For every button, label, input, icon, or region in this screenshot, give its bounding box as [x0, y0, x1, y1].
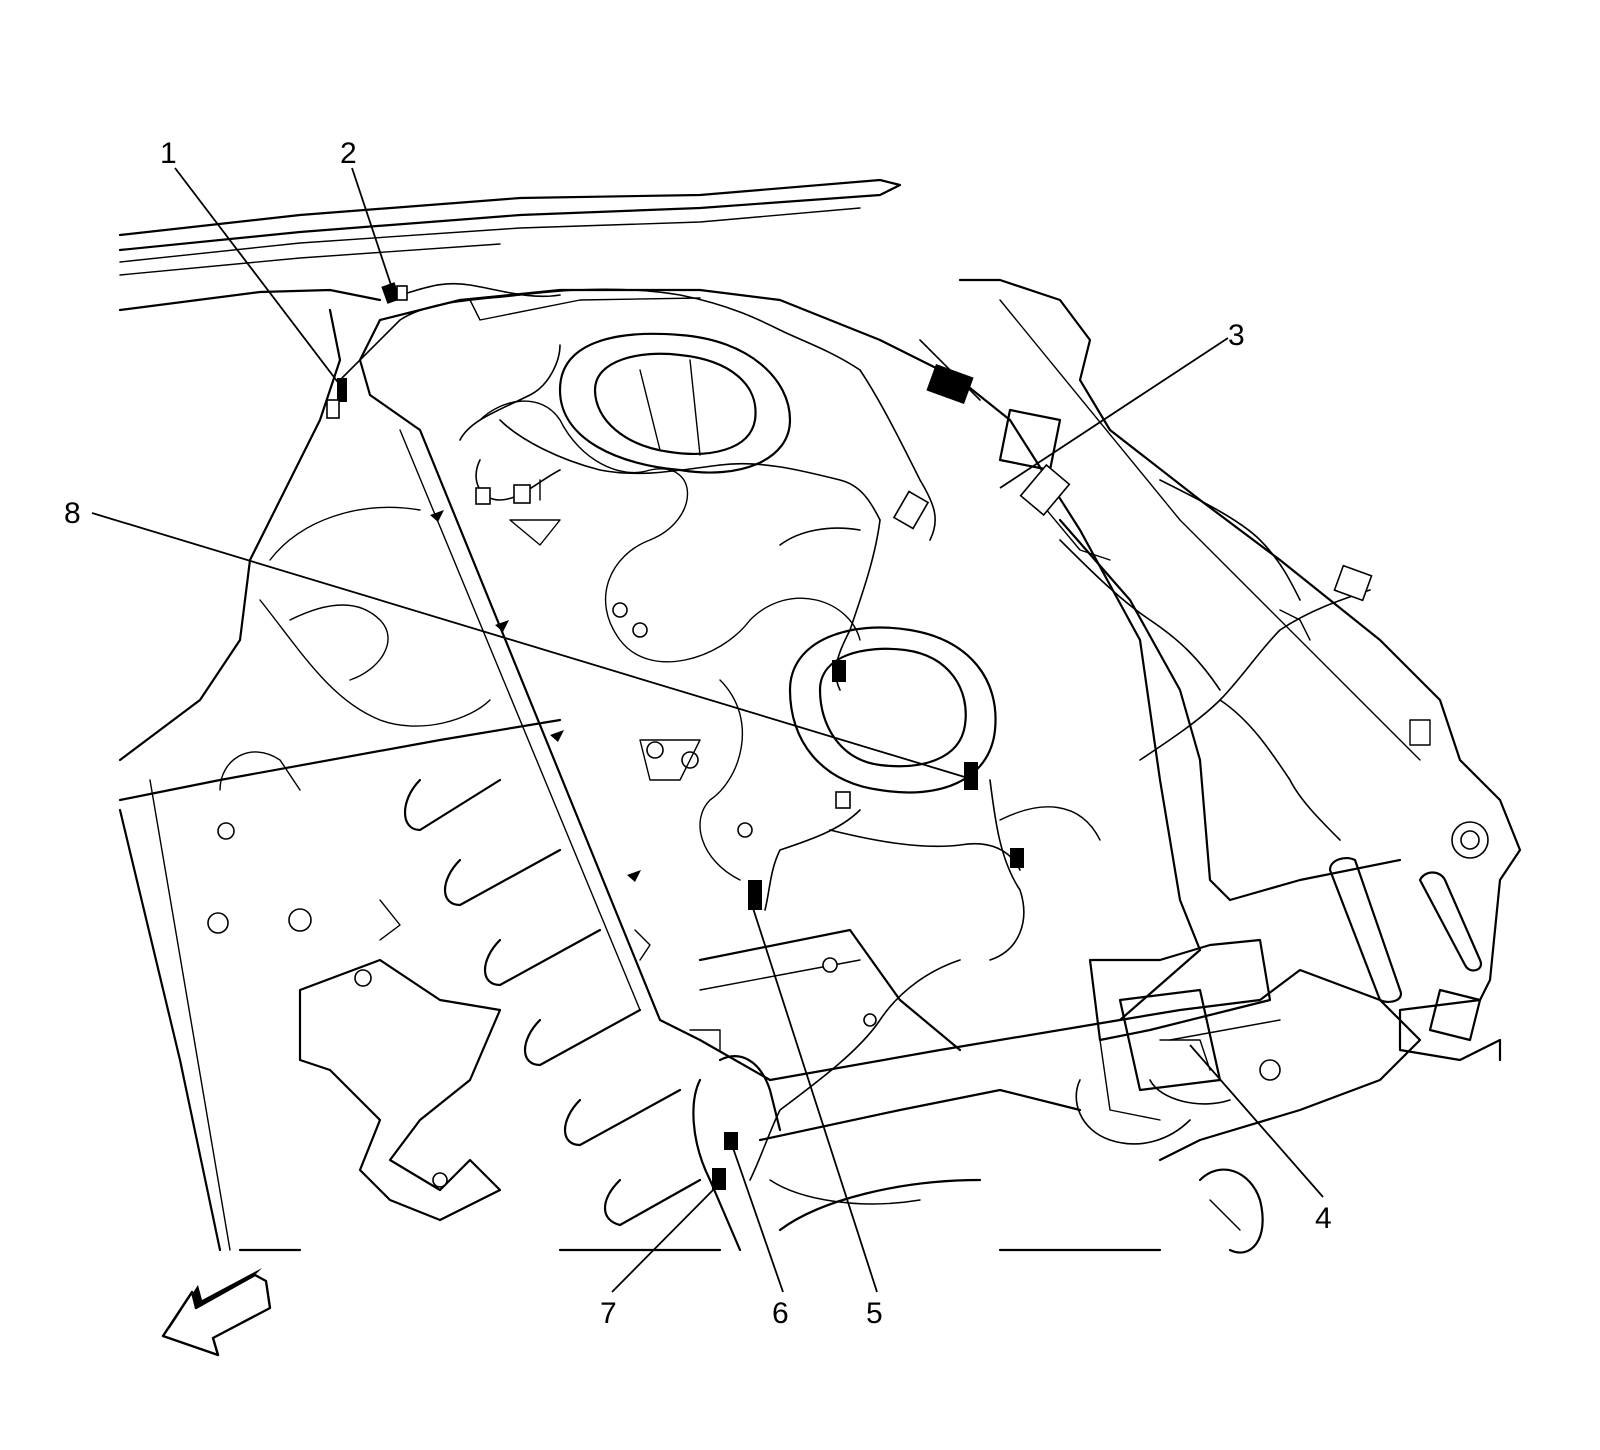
callout-5: 5: [866, 1297, 883, 1330]
leader-8: [91, 512, 969, 779]
callout-6: 6: [772, 1297, 789, 1330]
leader-6: [731, 1144, 784, 1293]
trunk-floor-panel: [118, 308, 1162, 1252]
callout-leaders: [91, 167, 1324, 1293]
callout-4: 4: [1315, 1202, 1332, 1235]
leader-4: [1189, 1044, 1324, 1198]
callout-7: 7: [600, 1297, 617, 1330]
callout-1: 1: [160, 137, 177, 170]
rear-window-edge: [118, 178, 902, 312]
leader-3: [999, 337, 1229, 489]
callout-labels: 1 2 3 4 5 6 7 8: [64, 137, 1332, 1330]
right-side-panel: [958, 278, 1522, 1162]
electronic-module: [1075, 938, 1272, 1145]
leader-7: [611, 1184, 719, 1293]
callout-2: 2: [340, 137, 357, 170]
leader-2: [351, 167, 393, 289]
rear-compartment-panel: [358, 288, 1202, 1082]
callout-8: 8: [64, 497, 81, 530]
connectors: [326, 282, 1373, 1190]
arrow-down-left-icon: [161, 1268, 272, 1357]
lower-support: [692, 1055, 1264, 1254]
leader-5: [751, 904, 878, 1293]
leader-1: [174, 167, 341, 386]
callout-3: 3: [1228, 319, 1245, 352]
